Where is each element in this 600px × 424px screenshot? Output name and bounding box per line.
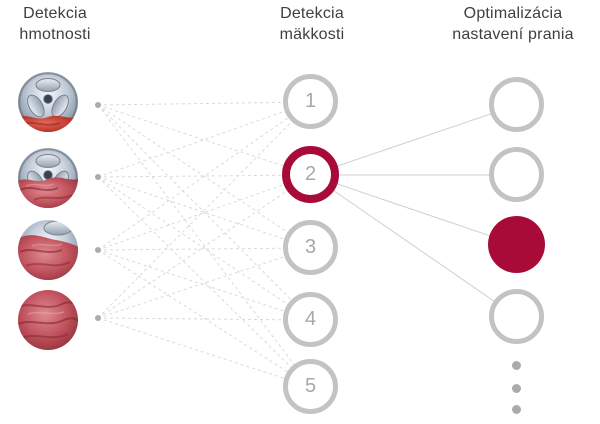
fabric-overlay — [18, 290, 78, 350]
input-dot — [95, 315, 101, 321]
dashed-connection — [97, 101, 312, 106]
washer-drum-large-load-icon — [18, 220, 78, 280]
optimization-node-2 — [489, 147, 544, 202]
dashed-connection — [97, 247, 312, 319]
dashed-connection — [97, 104, 312, 249]
solid-connection — [310, 174, 518, 318]
dashed-connection — [97, 101, 312, 319]
header-line: nastavení prania — [452, 26, 574, 43]
node-number: 2 — [304, 163, 317, 185]
optimization-node-1 — [489, 77, 544, 132]
node-number: 5 — [304, 375, 317, 397]
dashed-connection — [97, 249, 312, 388]
column-header-optimization: Optimalizácia nastavení prania — [413, 3, 600, 45]
washer-drum-full-load-icon — [18, 290, 78, 350]
dashed-connection — [97, 101, 312, 251]
fabric-overlay — [18, 177, 78, 208]
header-line: Detekcia — [280, 5, 344, 22]
input-dot — [95, 102, 101, 108]
softness-node-5: 5 — [283, 359, 338, 414]
dashed-connection — [97, 174, 312, 319]
dashed-connection — [97, 174, 312, 251]
dashed-connection — [97, 104, 312, 321]
fabric-overlay — [18, 235, 78, 280]
header-line: mäkkosti — [279, 26, 345, 43]
optimization-node-3 — [488, 216, 545, 273]
dashed-connection — [97, 176, 312, 321]
dashed-connection — [97, 176, 312, 249]
solid-connection — [310, 104, 518, 176]
softness-node-3: 3 — [283, 220, 338, 275]
dashed-connection — [97, 101, 312, 178]
ellipsis-dot — [512, 405, 521, 414]
ellipsis-dot — [512, 384, 521, 393]
dashed-connection — [97, 176, 312, 388]
column-header-softness: Detekcia mäkkosti — [250, 3, 374, 45]
input-dot — [95, 247, 101, 253]
dashed-connection — [97, 104, 312, 176]
washer-drum-light-load-icon — [18, 72, 78, 132]
column-header-weight: Detekcia hmotnosti — [0, 3, 110, 45]
optimization-node-4 — [489, 289, 544, 344]
ellipsis-dot — [512, 361, 521, 370]
softness-node-2: 2 — [282, 146, 339, 203]
washer-drum-half-load-icon — [18, 148, 78, 208]
header-line: Optimalizácia — [463, 5, 563, 22]
dashed-connection — [97, 317, 312, 388]
softness-node-4: 4 — [283, 292, 338, 347]
node-number: 3 — [304, 236, 317, 258]
solid-connection — [310, 174, 518, 246]
header-line: Detekcia — [23, 5, 87, 22]
node-number: 4 — [304, 308, 317, 330]
header-line: hmotnosti — [19, 26, 91, 43]
softness-node-1: 1 — [283, 74, 338, 129]
dashed-connection — [97, 249, 312, 321]
node-number: 1 — [304, 90, 317, 112]
input-dot — [95, 174, 101, 180]
